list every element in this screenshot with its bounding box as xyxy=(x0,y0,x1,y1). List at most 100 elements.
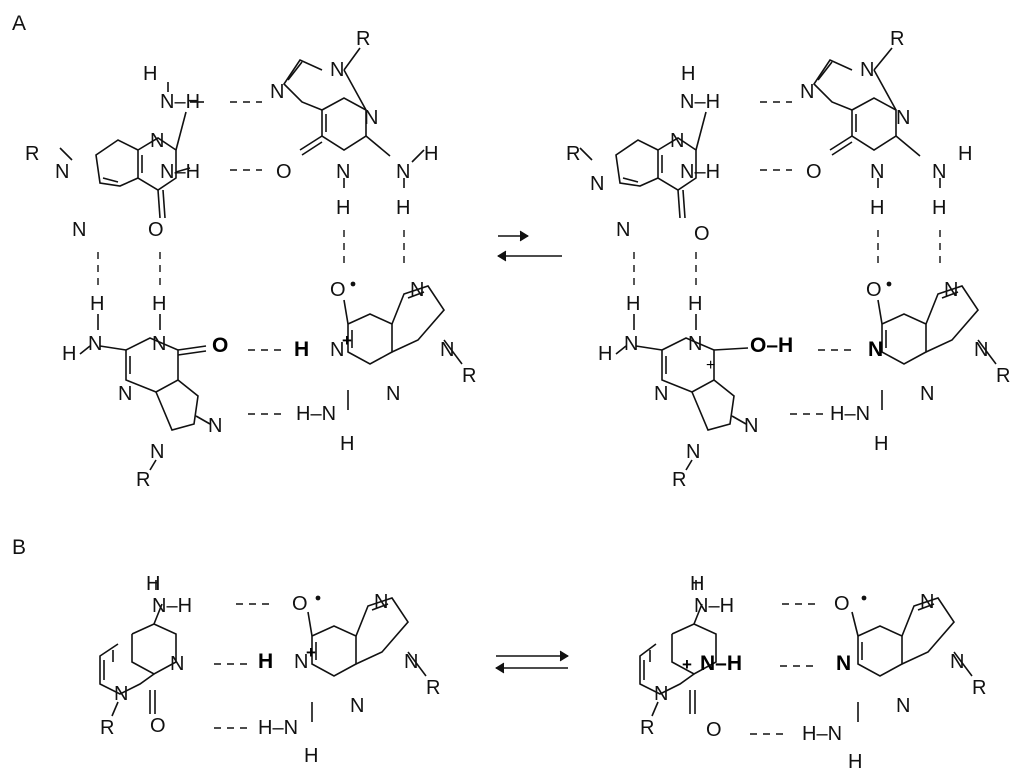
atom-n: N xyxy=(920,591,934,613)
atom-h: H xyxy=(626,293,640,315)
atom-h: H xyxy=(681,63,695,85)
atom-h: H xyxy=(848,751,862,773)
plus-charge: + xyxy=(706,357,715,374)
atom-nh: N–H xyxy=(680,161,720,183)
atom-n: N xyxy=(836,652,851,675)
atom-h: H xyxy=(62,343,76,365)
equilibrium-arrows-icon xyxy=(495,650,569,674)
atom-n: N xyxy=(654,683,668,705)
atom-h: H xyxy=(932,197,946,219)
panel-a-left-guanine-radical-bottom-right: O H N + N N N R H–N H xyxy=(294,279,476,455)
atom-n: N xyxy=(670,130,684,152)
atom-h: H xyxy=(258,650,273,673)
atom-n: N xyxy=(944,279,958,301)
atom-n: N xyxy=(974,339,988,361)
atom-n: N xyxy=(688,333,702,355)
atom-n: N xyxy=(374,591,388,613)
atom-h: H xyxy=(690,573,704,595)
atom-r: R xyxy=(136,469,150,491)
atom-n: N xyxy=(744,415,758,437)
atom-n: N xyxy=(860,59,874,81)
atom-n: N xyxy=(208,415,222,437)
atom-h: H xyxy=(340,433,354,455)
atom-hn: H–N xyxy=(258,717,298,739)
atom-n: N xyxy=(336,161,350,183)
atom-r: R xyxy=(640,717,654,739)
atom-r: R xyxy=(100,717,114,739)
atom-n: N xyxy=(440,339,454,361)
atom-h: H xyxy=(598,343,612,365)
panel-b-left-guanine-radical: O H N + N N N R H–N H xyxy=(258,591,440,767)
atom-h: H xyxy=(304,745,318,767)
panel-a-right-guanine-radical-bottom-right: O N N N N R H–N H xyxy=(830,279,1010,455)
atom-hn: H–N xyxy=(296,403,336,425)
atom-n: N xyxy=(920,383,934,405)
atom-r: R xyxy=(566,143,580,165)
panel-a-right-guanine-top-right: N N R N O N H N H H xyxy=(800,28,972,219)
atom-o: O xyxy=(834,593,850,615)
atom-n: N xyxy=(404,651,418,673)
atom-h: H xyxy=(146,573,160,595)
atom-n: N xyxy=(330,59,344,81)
atom-oh: O–H xyxy=(750,334,793,357)
panel-a-left-hydrogen-bonds xyxy=(97,101,405,415)
atom-o: O xyxy=(148,219,164,241)
atom-n: N xyxy=(396,161,410,183)
atom-n: N xyxy=(150,130,164,152)
atom-n: N xyxy=(386,383,400,405)
atom-n: N xyxy=(114,683,128,705)
panel-b-right-hydrogen-bonds xyxy=(750,603,816,735)
panel-b-left-hydrogen-bonds xyxy=(214,603,270,729)
atom-r: R xyxy=(996,365,1010,387)
atom-h: H xyxy=(396,197,410,219)
atom-nh: N–H xyxy=(152,595,192,617)
atom-r: R xyxy=(356,28,370,50)
atom-o: O xyxy=(694,223,710,245)
panel-a-right-guanine-top-left: N N–H N–H H O N N R xyxy=(566,63,720,245)
atom-o: O xyxy=(212,334,228,357)
atom-n: N xyxy=(270,81,284,103)
atom-h: H xyxy=(424,143,438,165)
atom-n: N xyxy=(590,173,604,195)
atom-r: R xyxy=(462,365,476,387)
panel-label-a: A xyxy=(12,12,26,35)
atom-h: H xyxy=(958,143,972,165)
panel-a-left-guanine-top-right: N N R N O N H N H H xyxy=(270,28,438,219)
atom-r: R xyxy=(972,677,986,699)
atom-h: H xyxy=(870,197,884,219)
atom-h: H xyxy=(90,293,104,315)
atom-nh: N–H xyxy=(160,91,200,113)
atom-nh: N–H xyxy=(694,595,734,617)
atom-h: H xyxy=(143,63,157,85)
atom-h: H xyxy=(294,338,309,361)
atom-n: N xyxy=(932,161,946,183)
atom-n: N xyxy=(896,107,910,129)
atom-n: N xyxy=(870,161,884,183)
atom-o: O xyxy=(706,719,722,741)
atom-n: N xyxy=(330,339,344,361)
atom-r: R xyxy=(890,28,904,50)
atom-n: N xyxy=(55,161,69,183)
atom-o: O xyxy=(866,279,882,301)
atom-nh: N–H xyxy=(160,161,200,183)
atom-r: R xyxy=(426,677,440,699)
atom-h: H xyxy=(336,197,350,219)
equilibrium-arrows-icon xyxy=(497,230,562,262)
atom-n: N xyxy=(150,441,164,463)
atom-h: H xyxy=(152,293,166,315)
panel-a-left-guanine-top-left: N N–H N–H H O N N R xyxy=(25,63,204,241)
atom-o: O xyxy=(330,279,346,301)
panel-a-right-hydrogen-bonds xyxy=(633,101,941,415)
atom-hn: H–N xyxy=(802,723,842,745)
atom-hn: H–N xyxy=(830,403,870,425)
atom-n: N xyxy=(364,107,378,129)
atom-n: N xyxy=(868,338,883,361)
atom-n: N xyxy=(654,383,668,405)
atom-n: N xyxy=(170,653,184,675)
panel-a-right-protonated-guanine-bottom-left: N H H N H + O–H N N N R xyxy=(598,293,793,491)
atom-n: N xyxy=(118,383,132,405)
atom-o: O xyxy=(806,161,822,183)
atom-n: N xyxy=(350,695,364,717)
atom-n: N xyxy=(88,333,102,355)
